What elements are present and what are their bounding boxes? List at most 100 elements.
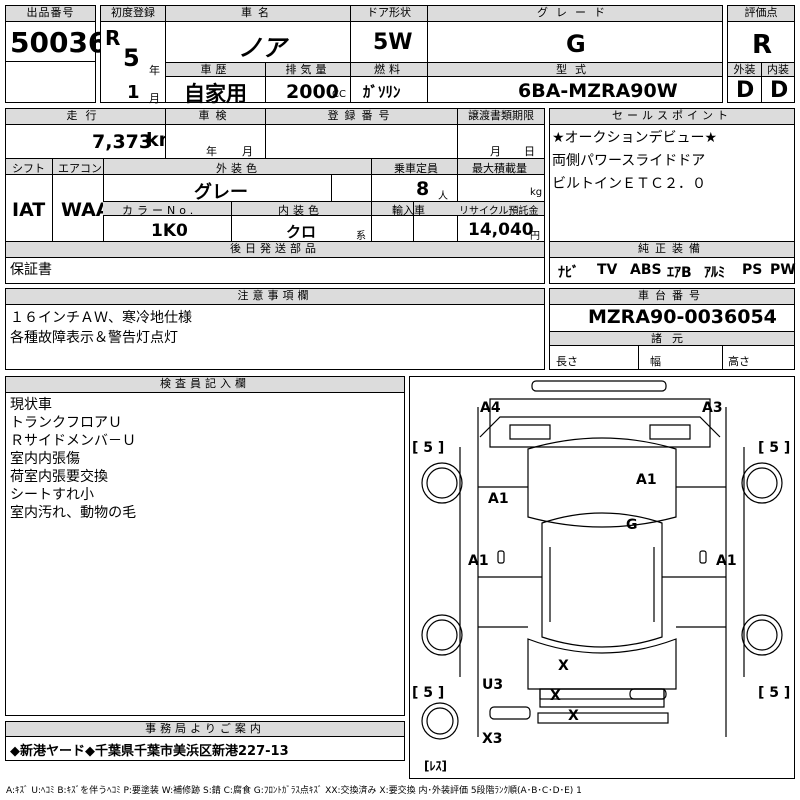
inspection-month-unit: 月 (242, 145, 253, 158)
interior-color-label: 内装色 (278, 204, 323, 217)
tire-rear-right: [ 5 ] (758, 685, 791, 701)
width-label: 幅 (650, 355, 661, 368)
chassis-number: MZRA90-0036054 (588, 306, 777, 328)
equipment-navi: ﾅﾋﾞ (558, 265, 579, 281)
mark-left-side: A1 (468, 553, 489, 569)
transfer-month-unit: 月 (490, 145, 501, 158)
model-type-label: 型式 (428, 63, 722, 77)
genuine-equipment-cell: 純正装備 ﾅﾋﾞ TV ABS ｴｱB ｱﾙﾐ PS PW (549, 241, 796, 284)
mark-windshield: G (626, 517, 638, 533)
color-no: 1K0 (151, 221, 188, 241)
mark-hood: A1 (636, 472, 657, 488)
chassis-cell: 車台番号 MZRA90-0036054 諸元 長さ 幅 高さ (549, 288, 795, 370)
tire-front-right: [ 5 ] (758, 440, 791, 456)
shift-label: シフト (12, 162, 45, 175)
sales-point: 両側パワースライドドア (552, 153, 706, 169)
vehicle-name-label: 車名 (166, 6, 350, 22)
legend: A:ｷｽﾞ U:ﾍｺﾐ B:ｷｽﾞを伴うﾍｺﾐ P:要塗装 W:補修跡 S:錆 … (6, 786, 582, 796)
interior-color: クロ (286, 223, 317, 241)
capacity: 8 (416, 178, 430, 200)
month-unit: 月 (149, 92, 160, 105)
mark-right-side: A1 (716, 553, 737, 569)
inspector-note: シートすれ小 (10, 487, 94, 503)
inspection-cell: 車検 年 月 (165, 108, 266, 159)
aircon-label: エアコン (58, 162, 102, 175)
office-notice: ◆新港ヤード◆千葉県千葉市美浜区新港227-13 (10, 744, 289, 759)
max-load-label: 最大積載量 (472, 162, 527, 175)
spec-block: シフト エアコン 外装色 乗車定員 最大積載量 IAT WAA グレー 8 人 … (5, 158, 545, 242)
mark-left-front-door: A1 (488, 491, 509, 507)
exterior-score-cell: 外装 D (727, 62, 762, 103)
equipment-abs: ABS (630, 262, 662, 278)
door-type-label: ドア形状 (351, 6, 427, 22)
fuel-cell: 燃料 ｶﾞｿﾘﾝ (350, 62, 428, 103)
equipment-alloy: ｱﾙﾐ (704, 265, 725, 281)
mark-trunk: X (558, 658, 569, 674)
aircon: WAA (61, 199, 111, 221)
shift: IAT (12, 199, 46, 221)
grade: G (566, 30, 586, 58)
lot-number: 50036 (10, 26, 108, 59)
model-type: 6BA-MZRA90W (518, 80, 678, 102)
import-label: 輸入車 (392, 204, 425, 217)
yen-unit: 円 (530, 231, 540, 242)
inspector-note: トランクフロアＵ (10, 415, 122, 431)
later-parts-cell: 後日発送部品 保証書 (5, 241, 545, 284)
registration-year: 5 (123, 44, 140, 72)
exterior-label: 外装 (728, 63, 761, 77)
exterior-color-label: 外装色 (216, 162, 261, 175)
score-cell: 評価点 R (727, 5, 795, 63)
color-no-label: カラーNo. (122, 204, 198, 217)
sales-points-cell: セールスポイント ★オークションデビュー★ 両側パワースライドドア ビルトインＥ… (549, 108, 795, 242)
note-line: １６インチＡＷ、寒冷地仕様 (10, 310, 192, 326)
interior-score-cell: 内装 D (761, 62, 795, 103)
equipment-pw: PW (770, 262, 796, 278)
year-unit: 年 (149, 64, 160, 77)
chassis-label: 車台番号 (550, 289, 794, 305)
history-cell: 車歴 自家用 (165, 62, 266, 106)
inspector-notes-label: 検査員記入欄 (6, 377, 404, 393)
inspector-note: 現状車 (10, 397, 52, 413)
equipment-tv: TV (597, 262, 618, 278)
recycle-fee-label: リサイクル預託金 (459, 206, 539, 217)
person-unit: 人 (438, 191, 448, 202)
later-parts: 保証書 (10, 262, 52, 278)
cc-unit: CC (332, 89, 346, 100)
car-diagram-drawing (421, 380, 783, 740)
fuel: ｶﾞｿﾘﾝ (363, 83, 401, 101)
capacity-label: 乗車定員 (394, 162, 438, 175)
sales-points-label: セールスポイント (550, 109, 794, 125)
mark-u3: U3 (482, 677, 504, 693)
transfer-day-unit: 日 (524, 145, 535, 158)
vehicle-name: ノア (238, 34, 286, 62)
office-notice-label: 事務局よりご案内 (6, 722, 404, 737)
lot-number-label: 出品番号 (6, 6, 95, 22)
mark-rear-bumper-2: X (568, 708, 579, 724)
specs-label: 諸元 (550, 331, 794, 346)
history-label: 車歴 (166, 63, 265, 77)
model-type-cell: 型式 6BA-MZRA90W (427, 62, 723, 103)
displacement-label: 排気量 (266, 63, 350, 77)
inspector-notes-cell: 検査員記入欄 現状車 トランクフロアＵ Ｒサイドメンバ－Ｕ 室内内張傷 荷室内張… (5, 376, 405, 716)
inspector-note: 室内汚れ、動物の毛 (10, 505, 137, 521)
mark-a4: A4 (480, 400, 501, 416)
score-label: 評価点 (728, 6, 794, 22)
spec-header-row (6, 159, 544, 175)
era: R (105, 26, 121, 50)
grade-label: グレード (428, 6, 722, 22)
inspection-label: 車検 (166, 109, 265, 125)
mark-x3: X3 (482, 731, 503, 747)
door-type: 5W (373, 30, 413, 55)
notes-cell: 注意事項欄 １６インチＡＷ、寒冷地仕様 各種故障表示＆警告灯点灯 (5, 288, 545, 370)
kg-unit: kg (530, 187, 543, 198)
displacement: 2000 (286, 81, 339, 103)
mileage: 7,373 (92, 131, 153, 153)
mark-rear-bumper-1: X (550, 688, 561, 704)
transfer-deadline-cell: 譲渡書類期限 月 日 (457, 108, 545, 159)
length-label: 長さ (556, 355, 578, 368)
auction-score: R (752, 30, 773, 60)
grade-cell: グレード G (427, 5, 723, 63)
spec-subheader-row (103, 201, 544, 216)
displacement-cell: 排気量 2000 CC (265, 62, 351, 103)
registration-month: 1 (127, 82, 140, 103)
